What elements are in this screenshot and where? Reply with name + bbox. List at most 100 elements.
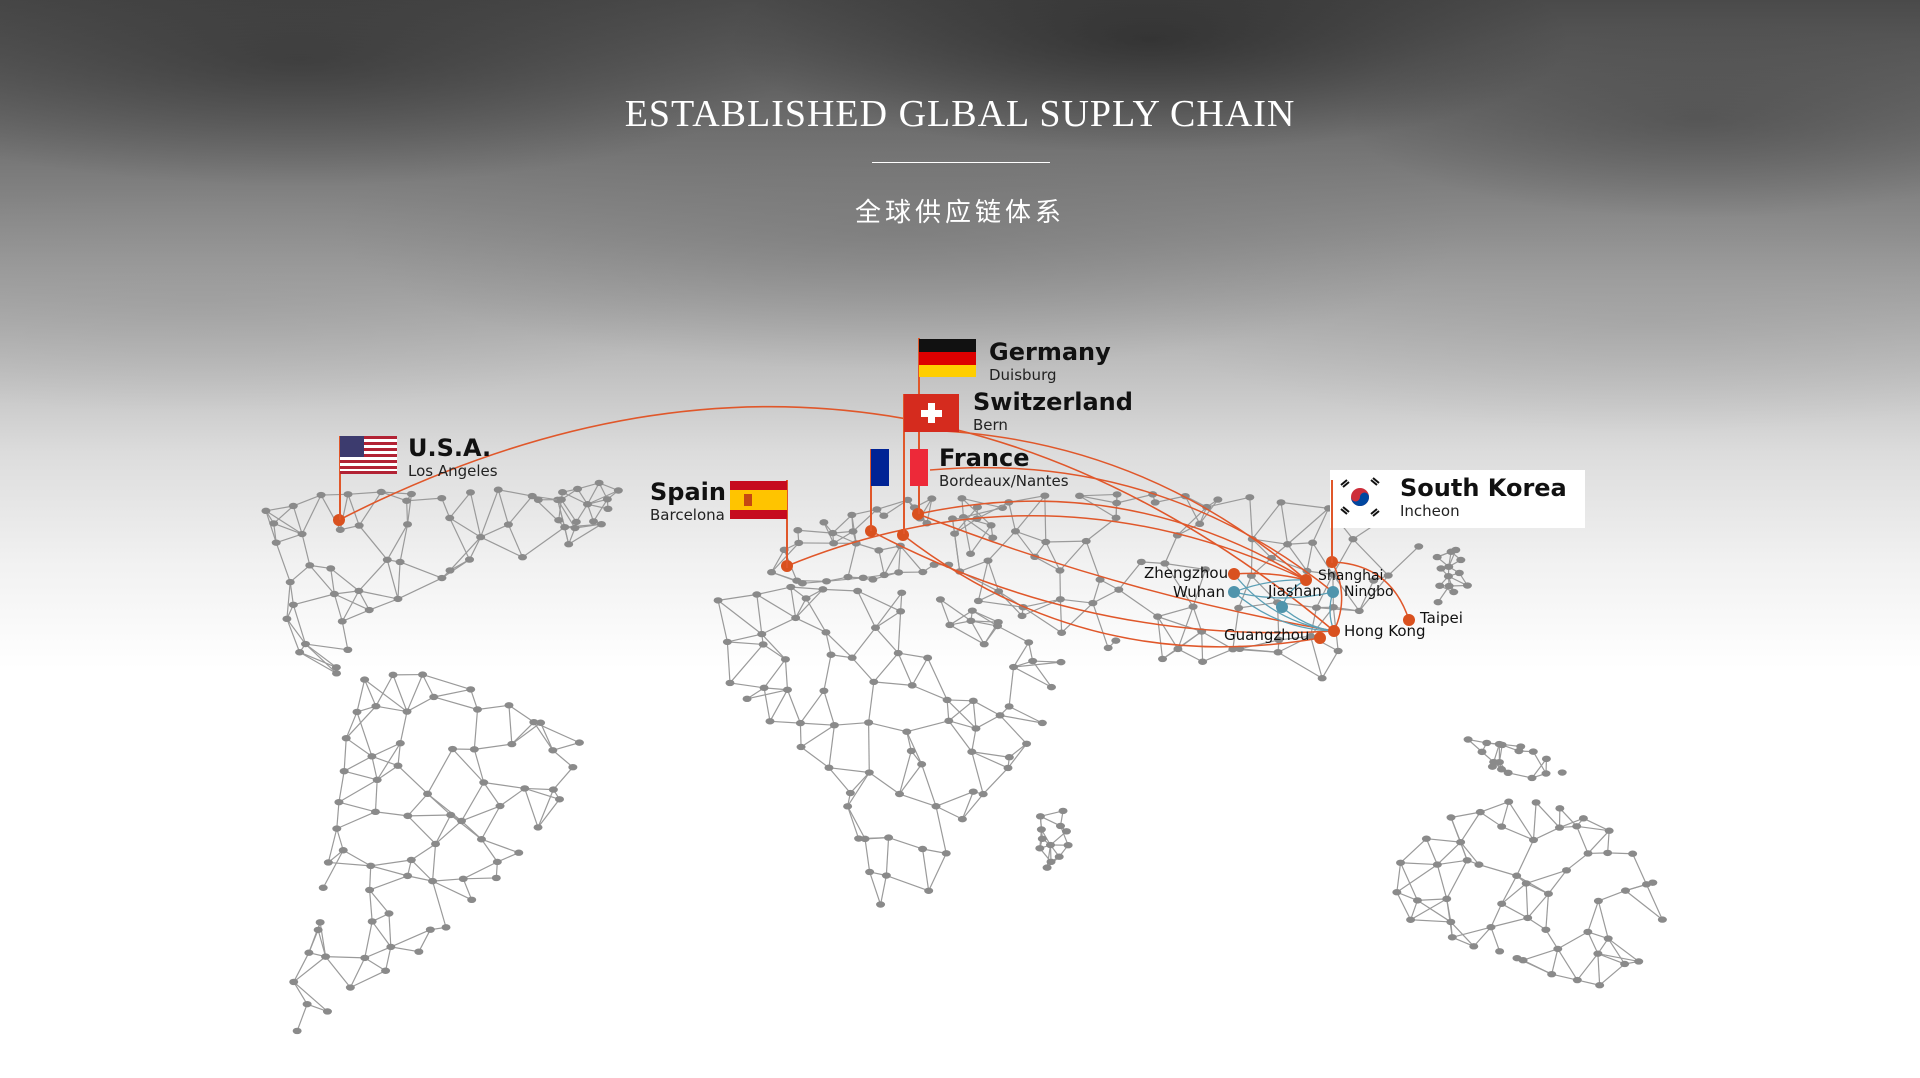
mesh-node [300,640,310,648]
mesh-node [1247,535,1257,543]
mesh-node [829,721,839,729]
mesh-edge [970,620,999,623]
mesh-node [1111,637,1121,644]
mesh-edge [1352,538,1389,576]
mesh-node [261,507,271,515]
mesh-node [983,557,993,564]
mesh-edge [1446,860,1468,900]
mesh-node [1009,663,1019,671]
mesh-node [529,718,539,726]
mesh-edge [463,877,497,880]
mesh-edge [587,489,619,505]
page-subtitle: 全球供应链体系 [854,198,1065,228]
mesh-node [1112,499,1122,507]
mesh-edge [364,957,386,972]
mesh-edge [1157,616,1179,650]
mesh-node [821,629,831,636]
mesh-edge [374,779,378,812]
mesh-edge [727,633,762,643]
mesh-edge [828,725,835,768]
country-label-switzerland: Switzerland [973,388,1133,416]
mesh-node [571,518,581,526]
mesh-node [316,491,326,499]
mesh-node [403,521,413,528]
mesh-node [829,540,839,547]
mesh-edge [970,524,992,555]
mesh-edge [293,494,322,507]
mesh-node [872,506,882,513]
mesh-edge [898,750,912,795]
mesh-node [457,817,467,825]
mesh-south-america [289,671,584,1035]
mesh-edge [435,820,462,845]
mesh-node [923,654,933,662]
mesh-node [1603,849,1613,857]
mesh-node [493,486,503,493]
mesh-node [491,874,501,882]
mesh-node [1348,535,1358,543]
mesh-edge [1436,841,1462,866]
mesh-edge [868,681,875,723]
mesh-node [315,919,325,926]
mesh-node [418,671,428,678]
mesh-node [1593,950,1603,957]
mesh-node [1541,926,1551,933]
mesh-node [520,785,530,792]
mesh-node [906,747,916,755]
mesh-node [988,534,998,541]
fr-flag-blue-icon [871,449,889,486]
mesh-edge [1400,838,1427,864]
mesh-edge [341,621,349,650]
mesh-edge [358,590,370,611]
mesh-node [1057,629,1067,636]
mesh-edge [746,689,788,700]
mesh-node [786,583,796,591]
mesh-madagascar [1035,807,1073,871]
mesh-edge [301,533,311,566]
mesh-edge [987,530,1016,562]
mesh-node [1308,539,1318,546]
mesh-edge [317,929,327,957]
mesh-edge [762,643,786,660]
mesh-edge [397,743,401,766]
mesh-edge [1559,807,1578,827]
mesh-edge [1645,884,1663,920]
mesh-edge [961,497,1003,509]
mesh-edge [928,853,947,892]
mesh-node [942,696,952,704]
mesh-edge [371,755,399,767]
mesh-edge [390,946,419,953]
mesh-node [370,808,380,816]
mesh-edge [847,543,857,578]
city-label-taipei: Taipei [1420,609,1463,627]
mesh-edge [800,724,835,748]
us-flag-icon [340,436,397,474]
mesh-edge [1587,830,1610,854]
mesh-edge [347,491,382,495]
mesh-edge [468,536,482,560]
mesh-edge [358,525,388,561]
mesh-edge [406,497,442,502]
mesh-edge [1164,535,1178,564]
mesh-edge [999,714,1043,724]
mesh-edge [879,875,887,905]
mesh-node [858,574,868,582]
mesh-node [589,518,599,525]
fr-flag-pole [870,449,872,531]
mesh-edge [1396,862,1402,893]
mesh-edge [522,526,566,558]
mesh-edge [875,610,901,629]
mesh-edge [338,801,376,813]
mesh-edge [1446,898,1452,923]
mesh-edge [273,522,303,535]
mesh-edge [1177,523,1200,536]
mesh-node [1474,861,1484,868]
mesh-node [1578,815,1588,822]
mesh-node [288,601,298,608]
mesh-node [554,516,564,524]
mesh-edge [805,598,827,633]
mesh-edge [826,577,864,582]
mesh-edge [422,674,435,698]
mesh-edge [1239,639,1280,650]
